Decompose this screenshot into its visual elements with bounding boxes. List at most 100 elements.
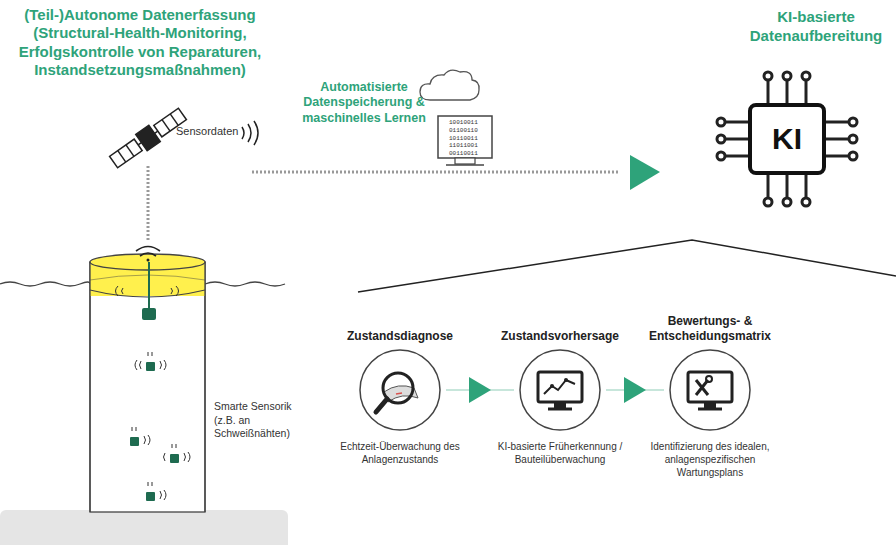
drawing-part	[358, 240, 896, 292]
step-heading: Bewertungs- & Entscheidungsmatrix	[640, 310, 780, 344]
drawing-part	[455, 158, 475, 164]
drawing-part	[126, 145, 134, 156]
chip-box: KI	[748, 103, 826, 175]
drawing-part	[204, 262, 205, 512]
drawing-part	[805, 175, 808, 198]
drawing-part	[358, 348, 442, 432]
drawing-part	[116, 286, 179, 296]
drawing-part	[242, 121, 258, 145]
drawing-part	[849, 118, 857, 126]
signal-label: Sensordaten	[176, 125, 246, 138]
drawing-part	[0, 510, 288, 545]
drawing-part	[420, 70, 479, 100]
drawing-part	[148, 262, 150, 310]
drawing-part	[170, 114, 178, 125]
drawing-part	[554, 402, 566, 408]
drawing-part	[826, 155, 849, 158]
drawing-part	[725, 121, 748, 124]
drawing-part	[136, 125, 161, 151]
drawing-part	[725, 155, 748, 158]
drawing-part	[696, 380, 708, 395]
drawing-part	[704, 402, 716, 408]
drawing-part	[520, 350, 600, 430]
drawing-part	[147, 166, 150, 242]
drawing-part	[136, 247, 160, 257]
drawing-part	[90, 275, 205, 280]
drawing-part	[252, 171, 618, 174]
drawing-part	[135, 352, 166, 370]
drawing-part	[696, 380, 708, 395]
section-heading: KI-basierte Datenaufbereitung	[742, 8, 890, 46]
circle-shape	[518, 348, 602, 432]
drawing-part	[396, 393, 402, 394]
drawing-part	[376, 399, 387, 412]
step-heading-text: Zustandsdiagnose	[325, 329, 475, 344]
drawing-part	[148, 482, 166, 500]
drawing-part	[802, 198, 810, 206]
drawing-part	[132, 352, 190, 500]
drawing-part	[132, 427, 150, 445]
drawing-part	[698, 408, 722, 411]
step-heading-text: Bewertungs- & Entscheidungsmatrix	[640, 314, 780, 344]
binary-data: 10010011 01100110 10110011 11011001 0011…	[449, 119, 480, 158]
drawing-part	[108, 106, 188, 171]
section-heading: Automatisierte Datenspeicherung & maschi…	[300, 80, 428, 126]
drawing-part	[146, 492, 155, 501]
step-heading-text: Zustandsvorhersage	[490, 329, 630, 344]
flow-arrow	[606, 377, 664, 403]
drawing-part	[764, 72, 772, 80]
step-circle: Bewertungs- & EntscheidungsmatrixIdentif…	[640, 310, 780, 479]
drawing-part	[767, 80, 770, 103]
step-circle: ZustandsvorhersageKI-basierte Früherkenn…	[490, 310, 630, 466]
drawing-part	[802, 72, 810, 80]
drawing-part	[162, 120, 170, 131]
step-caption: Identifizierung des idealen, anlagenspez…	[640, 440, 780, 479]
drawing-part	[717, 72, 857, 206]
drawing-part	[783, 72, 791, 80]
drawing-part	[688, 372, 732, 402]
drawing-part	[438, 116, 492, 158]
drawing-part	[146, 362, 155, 371]
drawing-part	[764, 198, 772, 206]
drawing-part	[548, 408, 572, 411]
circle-shape	[668, 348, 752, 432]
step-caption: Echtzeit-Überwachung des Anlagenzustands	[325, 440, 475, 466]
chip-text: KI	[772, 122, 802, 156]
circle-shape	[358, 348, 442, 432]
drawing-part	[89, 262, 90, 512]
drawing-part	[550, 384, 554, 388]
drawing-part	[130, 362, 179, 501]
drawing-part	[706, 376, 712, 382]
drawing-part	[164, 444, 191, 462]
drawing-part	[360, 350, 440, 430]
drawing-part	[564, 378, 568, 382]
drawing-part	[544, 380, 575, 394]
drawing-part	[717, 118, 725, 126]
step-caption: KI-basierte Früherkennung / Bauteilüberw…	[490, 440, 630, 466]
drawing-part	[668, 348, 752, 432]
drawing-part	[805, 80, 808, 103]
drawing-part	[90, 254, 205, 270]
drawing-part	[849, 152, 857, 160]
flow-arrow	[446, 377, 514, 403]
drawing-part	[783, 198, 791, 206]
drawing-part	[142, 308, 156, 320]
drawing-part	[630, 155, 660, 190]
drawing-part	[725, 138, 748, 141]
drawing-part	[90, 290, 205, 297]
drawing-part	[147, 259, 150, 262]
step-heading: Zustandsdiagnose	[325, 310, 475, 344]
drawing-part	[446, 164, 484, 166]
drawing-part	[538, 372, 582, 402]
drawing-part	[118, 151, 126, 162]
arrow-head	[624, 377, 646, 403]
drawing-part	[170, 454, 179, 463]
drawing-part	[110, 139, 143, 168]
drawing-part	[518, 348, 602, 432]
drawing-part	[849, 135, 857, 143]
drawing-part	[717, 152, 725, 160]
step-circle: ZustandsdiagnoseEchtzeit-Überwachung des…	[325, 310, 475, 466]
drawing-part	[670, 350, 750, 430]
section-heading: (Teil-)Autonome Datenerfassung (Structur…	[6, 6, 274, 79]
